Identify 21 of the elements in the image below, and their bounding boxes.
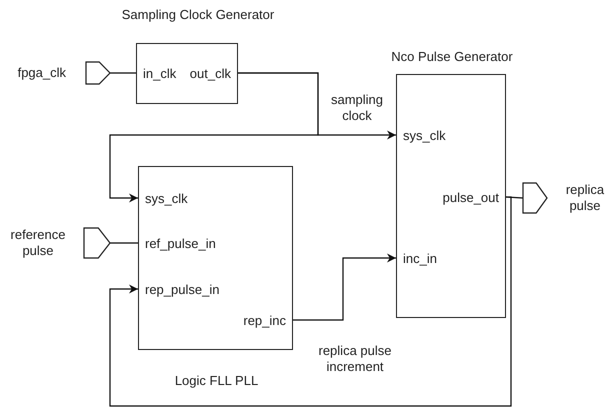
pin-label: fpga_clk [18, 65, 66, 81]
port-label: inc_in [397, 251, 443, 267]
connector-arrow [293, 254, 396, 321]
pin-label: replica pulse [564, 182, 606, 214]
port-label: rep_pulse_in [139, 282, 226, 298]
module-title: Sampling Clock Generator [122, 7, 274, 23]
port-label: ref_pulse_in [139, 236, 222, 252]
module-title: Nco Pulse Generator [391, 49, 513, 65]
module-title: Logic FLL PLL [174, 373, 258, 389]
port-label: sys_clk [397, 128, 452, 144]
pin-label: reference pulse [10, 227, 66, 259]
port-label: sys_clk [139, 191, 194, 207]
io-pin-symbol [83, 227, 111, 259]
io-pin-symbol [522, 182, 548, 214]
connector-arrow [109, 196, 512, 407]
connector-arrow [109, 72, 319, 202]
port-label: in_clk [137, 66, 182, 82]
port-label: rep_inc [237, 313, 292, 329]
io-pin-symbol [85, 61, 111, 85]
port-label: pulse_out [436, 190, 505, 206]
port-label: out_clk [184, 66, 237, 82]
